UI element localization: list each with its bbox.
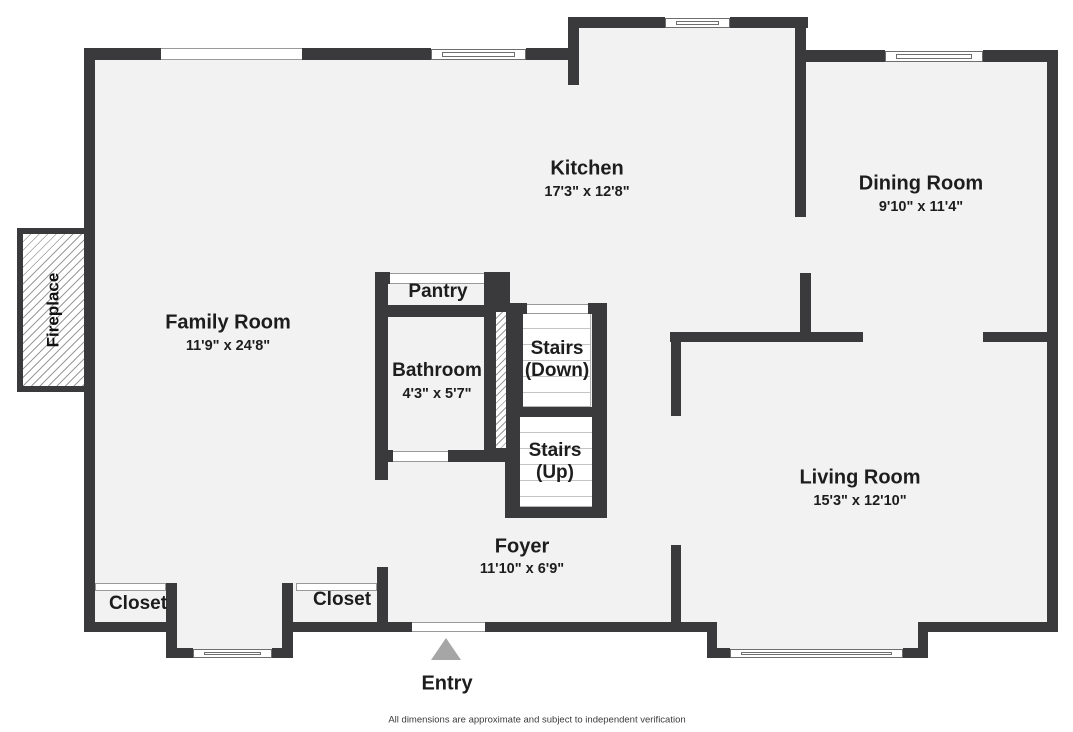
closet-door-left (95, 583, 166, 591)
wall-segment (505, 417, 520, 518)
room-label-dining: Dining Room (858, 172, 984, 195)
stairs-door-opening (527, 304, 588, 314)
closet-door-right (296, 583, 377, 591)
stairs-down-line2: (Down) (524, 360, 590, 381)
room-dims-dining: 9'10" x 11'4" (878, 199, 964, 215)
room-label-family: Family Room (165, 311, 291, 334)
wall-segment (166, 648, 193, 658)
hatched-wall (494, 310, 508, 450)
disclaimer-text: All dimensions are approximate and subje… (388, 714, 686, 726)
window-bay-living (730, 649, 903, 658)
room-dims-kitchen: 17'3" x 12'8" (544, 184, 630, 200)
wall-segment (671, 332, 681, 416)
window-dining (885, 51, 983, 62)
wall-segment (375, 305, 497, 317)
room-label-living: Living Room (799, 466, 921, 489)
wall-opening (161, 48, 302, 60)
window-glazing (204, 652, 261, 655)
wall-segment (730, 17, 808, 28)
wall-segment (166, 583, 177, 658)
wall-segment (918, 622, 1058, 632)
room-label-closet-right: Closet (312, 589, 372, 610)
wall-segment (508, 303, 523, 407)
room-dims-bathroom: 4'3" x 5'7" (402, 386, 472, 402)
room-dims-family: 11'9" x 24'8" (185, 338, 271, 354)
wall-segment (671, 545, 681, 632)
fireplace: Fireplace (17, 228, 90, 392)
wall-segment (983, 332, 1053, 342)
window-bay-left (193, 649, 272, 658)
wall-segment (448, 450, 510, 462)
wall-segment (84, 622, 175, 632)
floor-kitchen-bump (579, 28, 795, 68)
wall-segment (568, 17, 665, 28)
pantry-door-opening (390, 273, 484, 284)
wall-segment (375, 450, 393, 462)
wall-segment (377, 567, 388, 632)
wall-segment (800, 273, 811, 342)
wall-segment (302, 48, 431, 60)
room-dims-foyer: 11'10" x 6'9" (479, 561, 565, 577)
window-kitchen (665, 18, 730, 28)
window-glazing (442, 52, 515, 57)
stairs-down-line1: Stairs (530, 338, 584, 359)
room-label-foyer: Foyer (494, 535, 550, 558)
wall-segment (282, 583, 293, 658)
room-label-kitchen: Kitchen (550, 157, 624, 180)
wall-segment (485, 622, 681, 632)
window-glazing (896, 54, 972, 59)
wall-segment (84, 48, 161, 60)
wall-segment (795, 17, 806, 217)
wall-segment (795, 50, 885, 62)
wall-segment (484, 317, 497, 462)
wall-segment (671, 622, 717, 632)
room-dims-living: 15'3" x 12'10" (813, 493, 907, 509)
floor-bay-living (717, 622, 918, 650)
wall-segment (670, 332, 863, 342)
wall-segment (903, 648, 928, 658)
wall-segment (388, 622, 412, 632)
wall-segment (526, 48, 570, 60)
wall-segment (282, 622, 388, 632)
floor-bay-left (177, 622, 285, 650)
bathroom-door-opening (393, 451, 448, 462)
wall-segment (983, 50, 1058, 62)
wall-segment (505, 507, 607, 518)
wall-segment (375, 272, 388, 480)
room-label-closet-left: Closet (108, 593, 168, 614)
entry-label: Entry (421, 672, 473, 695)
wall-segment (707, 648, 730, 658)
room-label-stairs-up: Stairs (Up) (529, 440, 582, 484)
entry-door-opening (412, 622, 485, 632)
wall-segment (375, 272, 390, 284)
room-label-bathroom: Bathroom (392, 360, 482, 381)
wall-segment (918, 622, 928, 658)
wall-segment (505, 407, 607, 417)
wall-segment (568, 17, 579, 85)
window-glazing (741, 652, 892, 655)
window-family (431, 49, 526, 60)
window-glazing (676, 21, 719, 25)
room-label-stairs-down: Stairs (Down) (525, 338, 589, 382)
fireplace-label: Fireplace (43, 272, 63, 348)
room-label-pantry: Pantry (408, 281, 468, 302)
stairs-up-line2: (Up) (536, 462, 574, 483)
entry-arrow-icon (431, 638, 461, 660)
wall-segment (707, 622, 717, 658)
stairs-up-line1: Stairs (528, 440, 582, 461)
